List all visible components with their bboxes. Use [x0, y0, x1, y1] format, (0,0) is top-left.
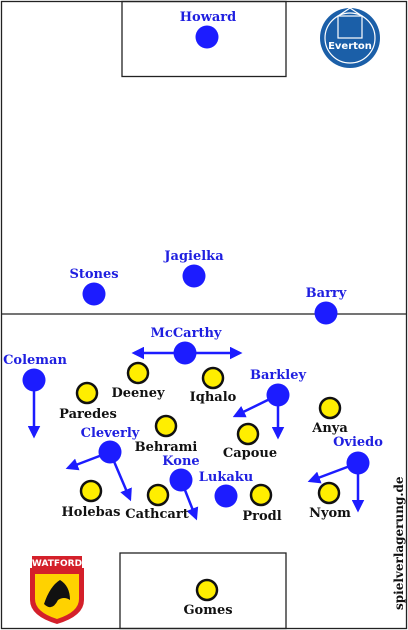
- player-dot-holebas: [79, 479, 103, 503]
- player-dot-behrami: [154, 414, 178, 438]
- player-dot-coleman: [22, 368, 46, 392]
- player-dot-cleverly: [98, 440, 122, 464]
- yellow-team: [75, 361, 342, 602]
- player-dot-capoue: [236, 422, 260, 446]
- player-label-anya: Anya: [311, 421, 348, 436]
- player-label-iqhalo: Iqhalo: [190, 390, 237, 405]
- everton-badge: Everton: [320, 7, 380, 68]
- player-label-oviedo: Oviedo: [333, 435, 383, 450]
- player-label-barry: Barry: [306, 286, 347, 301]
- player-dot-barkley: [266, 383, 290, 407]
- player-dot-howard: [195, 25, 219, 49]
- player-dot-barry: [314, 301, 338, 325]
- player-dot-oviedo: [346, 451, 370, 475]
- player-dot-gomes: [195, 578, 219, 602]
- player-dot-paredes: [75, 381, 99, 405]
- top-penalty-box: [121, 0, 287, 78]
- player-dot-lukaku: [214, 484, 238, 508]
- player-label-coleman: Coleman: [3, 353, 67, 368]
- everton-badge-text: Everton: [328, 41, 372, 52]
- blue-labels: Howard Stones Jagielka Barry McCarthy Co…: [3, 10, 383, 485]
- player-dot-cathcart: [146, 483, 170, 507]
- player-label-cleverly: Cleverly: [81, 426, 140, 441]
- player-label-holebas: Holebas: [62, 505, 121, 520]
- player-label-cathcart: Cathcart: [125, 507, 188, 522]
- player-label-stones: Stones: [69, 267, 118, 282]
- player-label-prodl: Prodl: [242, 509, 281, 524]
- player-label-nyom: Nyom: [309, 506, 351, 521]
- bottom-penalty-box: [119, 552, 287, 630]
- site-watermark: spielverlagerung.de: [392, 476, 406, 610]
- player-dot-deeney: [126, 361, 150, 385]
- player-dot-iqhalo: [201, 366, 225, 390]
- player-label-howard: Howard: [180, 10, 237, 25]
- player-dot-mccarthy: [173, 341, 197, 365]
- player-label-mccarthy: McCarthy: [151, 326, 222, 341]
- player-label-gomes: Gomes: [183, 603, 232, 618]
- player-label-lukaku: Lukaku: [199, 470, 253, 485]
- player-dot-anya: [318, 396, 342, 420]
- player-label-deeney: Deeney: [111, 386, 165, 401]
- player-dot-jagielka: [182, 264, 206, 288]
- player-label-behrami: Behrami: [135, 440, 198, 455]
- watford-badge: WATFORD: [30, 556, 84, 624]
- yellow-labels: Deeney Iqhalo Paredes Anya Behrami Capou…: [59, 386, 351, 618]
- player-dot-prodl: [249, 483, 273, 507]
- watford-badge-text: WATFORD: [32, 559, 82, 569]
- blue-team: [22, 25, 370, 508]
- player-dot-stones: [82, 282, 106, 306]
- player-label-paredes: Paredes: [59, 407, 117, 422]
- player-label-barkley: Barkley: [250, 368, 306, 383]
- player-dot-kone: [169, 468, 193, 492]
- player-label-jagielka: Jagielka: [163, 249, 224, 264]
- player-label-capoue: Capoue: [223, 446, 277, 461]
- player-label-kone: Kone: [162, 454, 199, 469]
- player-dot-nyom: [317, 481, 341, 505]
